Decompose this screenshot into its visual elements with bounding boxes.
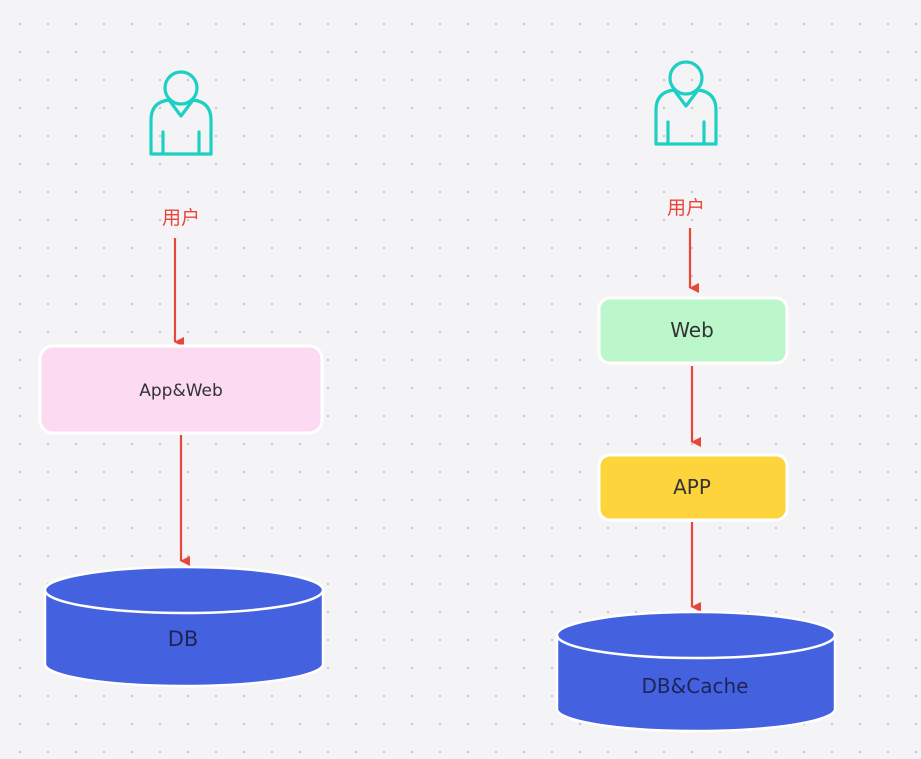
user-label: 用户 [162, 207, 200, 229]
right-flow: 用户 Web APP DB&Cache [555, 60, 837, 733]
web-label: Web [670, 318, 714, 342]
db-cache-label: DB&Cache [642, 674, 749, 698]
left-flow: 用户 App&Web DB [38, 70, 325, 688]
app-node[interactable]: APP [597, 453, 789, 522]
app-web-node[interactable]: App&Web [38, 344, 324, 435]
db-label: DB [168, 627, 199, 651]
app-web-label: App&Web [139, 381, 223, 401]
db-cache-node[interactable]: DB&Cache [555, 610, 837, 733]
app-label: APP [673, 475, 711, 499]
user-label: 用户 [667, 197, 705, 219]
user-icon [654, 60, 718, 146]
web-node[interactable]: Web [597, 296, 789, 365]
user-icon [149, 70, 213, 156]
db-node[interactable]: DB [43, 565, 325, 688]
